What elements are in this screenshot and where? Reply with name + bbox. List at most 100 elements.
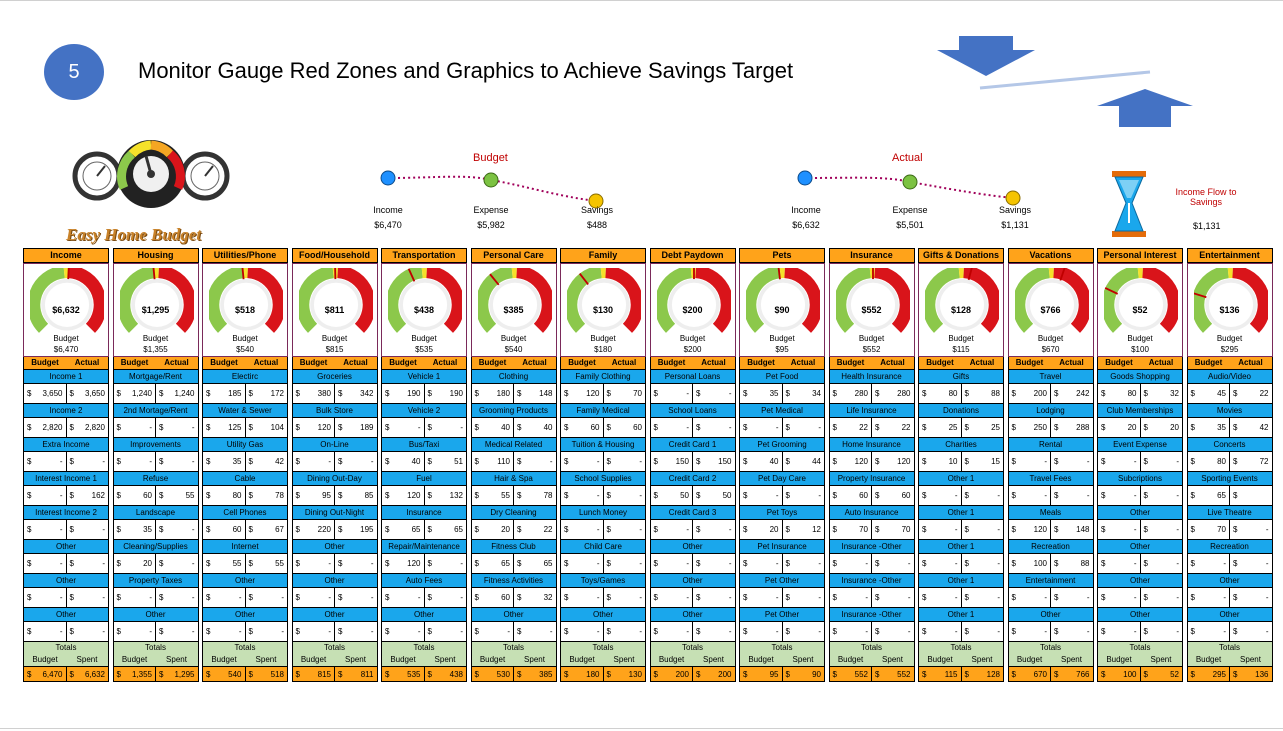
actual-cell[interactable]: $- (1139, 622, 1183, 641)
budget-cell[interactable]: $180 (472, 384, 514, 403)
budget-cell[interactable]: $- (919, 554, 961, 573)
actual-cell[interactable]: $60 (602, 418, 646, 437)
budget-cell[interactable]: $65 (1188, 486, 1230, 505)
actual-cell[interactable]: $- (155, 418, 198, 437)
budget-cell[interactable]: $- (114, 588, 156, 607)
line-item-values[interactable]: $-$- (918, 486, 1004, 506)
budget-cell[interactable]: $10 (919, 452, 961, 471)
budget-cell[interactable]: $- (24, 622, 66, 641)
budget-cell[interactable]: $- (293, 622, 335, 641)
actual-cell[interactable]: $70 (871, 520, 914, 539)
line-item-values[interactable]: $-$- (828, 622, 915, 642)
actual-cell[interactable]: $- (602, 622, 646, 641)
line-item-values[interactable]: $-$162 (23, 486, 109, 506)
line-item-values[interactable]: $-$- (1097, 452, 1183, 472)
budget-cell[interactable]: $80 (1098, 384, 1140, 403)
budget-cell[interactable]: $25 (919, 418, 961, 437)
line-item-values[interactable]: $-$- (1007, 486, 1094, 506)
budget-cell[interactable]: $220 (293, 520, 335, 539)
budget-cell[interactable]: $- (24, 554, 66, 573)
actual-cell[interactable]: $- (155, 554, 198, 573)
actual-cell[interactable]: $- (423, 622, 467, 641)
budget-cell[interactable]: $35 (203, 452, 245, 471)
line-item-values[interactable]: $-$- (649, 622, 736, 642)
line-item-values[interactable]: $-$- (649, 384, 736, 404)
line-item-values[interactable]: $200$242 (1007, 384, 1094, 404)
budget-cell[interactable]: $1,240 (114, 384, 156, 403)
actual-cell[interactable]: $- (65, 452, 109, 471)
actual-cell[interactable]: $162 (65, 486, 109, 505)
actual-cell[interactable]: $65 (423, 520, 467, 539)
line-item-values[interactable]: $3,650$3,650 (23, 384, 109, 404)
actual-cell[interactable]: $34 (781, 384, 825, 403)
line-item-values[interactable]: $80$72 (1186, 452, 1273, 472)
line-item-values[interactable]: $-$- (23, 588, 109, 608)
line-item-values[interactable]: $-$- (1007, 622, 1094, 642)
actual-cell[interactable]: $- (155, 452, 198, 471)
actual-cell[interactable]: $- (960, 554, 1004, 573)
line-item-values[interactable]: $-$- (1007, 452, 1094, 472)
budget-cell[interactable]: $60 (561, 418, 603, 437)
line-item-values[interactable]: $-$- (560, 588, 646, 608)
line-item-values[interactable]: $-$- (918, 554, 1004, 574)
line-item-values[interactable]: $-$- (739, 418, 825, 438)
line-item-values[interactable]: $45$22 (1186, 384, 1273, 404)
line-item-values[interactable]: $60$55 (112, 486, 199, 506)
budget-cell[interactable]: $- (830, 622, 872, 641)
line-item-values[interactable]: $-$- (918, 520, 1004, 540)
actual-cell[interactable]: $- (692, 588, 735, 607)
budget-cell[interactable]: $- (651, 418, 693, 437)
budget-cell[interactable]: $60 (472, 588, 514, 607)
budget-cell[interactable]: $- (1098, 520, 1140, 539)
budget-cell[interactable]: $- (1188, 622, 1230, 641)
line-item-values[interactable]: $120$132 (381, 486, 467, 506)
budget-cell[interactable]: $- (561, 622, 603, 641)
budget-cell[interactable]: $- (651, 554, 693, 573)
budget-cell[interactable]: $- (740, 554, 782, 573)
budget-cell[interactable]: $20 (114, 554, 156, 573)
budget-cell[interactable]: $65 (382, 520, 424, 539)
actual-cell[interactable]: $22 (871, 418, 914, 437)
actual-cell[interactable]: $- (155, 588, 198, 607)
budget-cell[interactable]: $- (830, 588, 872, 607)
budget-cell[interactable]: $- (1098, 622, 1140, 641)
line-item-values[interactable]: $-$- (560, 622, 646, 642)
line-item-values[interactable]: $60$60 (828, 486, 915, 506)
line-item-values[interactable]: $110$- (470, 452, 557, 472)
budget-cell[interactable]: $- (114, 418, 156, 437)
line-item-values[interactable]: $35$34 (739, 384, 825, 404)
line-item-values[interactable]: $-$- (560, 452, 646, 472)
line-item-values[interactable]: $-$- (381, 418, 467, 438)
line-item-values[interactable]: $-$- (23, 520, 109, 540)
line-item-values[interactable]: $80$88 (918, 384, 1004, 404)
actual-cell[interactable]: $- (1229, 520, 1272, 539)
line-item-values[interactable]: $-$- (291, 554, 378, 574)
actual-cell[interactable]: $- (334, 554, 377, 573)
budget-cell[interactable]: $35 (114, 520, 156, 539)
budget-cell[interactable]: $- (1188, 554, 1230, 573)
actual-cell[interactable]: $- (65, 554, 109, 573)
line-item-values[interactable]: $-$- (918, 622, 1004, 642)
actual-cell[interactable]: $55 (155, 486, 198, 505)
actual-cell[interactable]: $- (602, 452, 646, 471)
line-item-values[interactable]: $-$- (739, 554, 825, 574)
line-item-values[interactable]: $60$67 (202, 520, 288, 540)
line-item-values[interactable]: $50$50 (649, 486, 736, 506)
actual-cell[interactable]: $- (781, 554, 825, 573)
budget-cell[interactable]: $280 (830, 384, 872, 403)
budget-cell[interactable]: $- (472, 622, 514, 641)
budget-cell[interactable]: $- (24, 452, 66, 471)
actual-cell[interactable]: $22 (1229, 384, 1272, 403)
budget-cell[interactable]: $- (919, 622, 961, 641)
budget-cell[interactable]: $60 (203, 520, 245, 539)
actual-cell[interactable]: $- (334, 452, 377, 471)
line-item-values[interactable]: $120$- (381, 554, 467, 574)
budget-cell[interactable]: $55 (472, 486, 514, 505)
line-item-values[interactable]: $120$120 (828, 452, 915, 472)
line-item-values[interactable]: $-$- (23, 452, 109, 472)
line-item-values[interactable]: $-$- (1097, 588, 1183, 608)
actual-cell[interactable]: $148 (513, 384, 556, 403)
line-item-values[interactable]: $220$195 (291, 520, 378, 540)
budget-cell[interactable]: $60 (114, 486, 156, 505)
line-item-values[interactable]: $-$- (291, 588, 378, 608)
